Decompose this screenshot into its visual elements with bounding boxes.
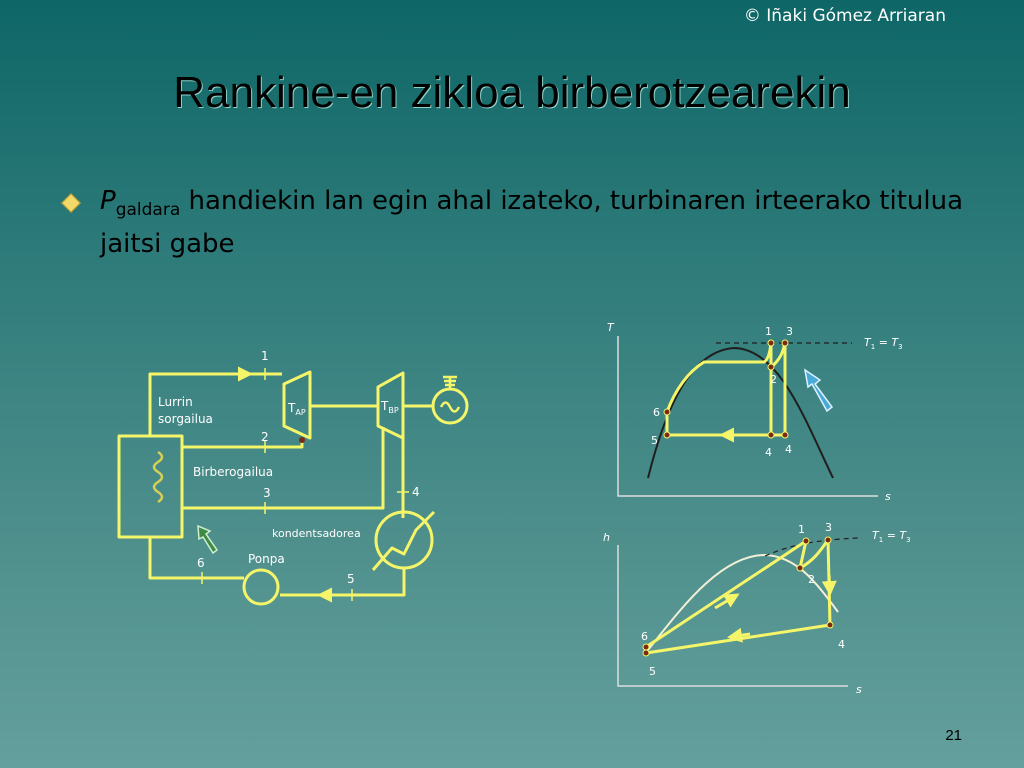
bullet-body: handiekin lan egin ahal izateko, turbina… bbox=[100, 186, 964, 260]
hs-point-2 bbox=[796, 564, 804, 572]
hs-diagram: h s T1 = T3 1 3 2 6 5 4 bbox=[603, 521, 911, 696]
hs-point-4 bbox=[826, 621, 834, 629]
ts-x-axis-label: s bbox=[885, 490, 891, 503]
hs-annotation: T1 = T3 bbox=[872, 529, 911, 544]
ts-reheat-path bbox=[770, 342, 787, 437]
state-label-1: 1 bbox=[261, 349, 269, 363]
hs-saturation-dome bbox=[647, 553, 839, 651]
hs-label-4: 4 bbox=[838, 638, 845, 651]
pressure-symbol: P bbox=[100, 186, 116, 216]
turbine-hp-label: TAP bbox=[287, 401, 306, 417]
condenser-coil bbox=[371, 510, 436, 571]
copyright-text: © Iñaki Gómez Arriaran bbox=[743, 6, 946, 26]
boiler-label-line1: Lurrin bbox=[158, 395, 193, 409]
hs-label-2: 2 bbox=[808, 573, 815, 586]
state-label-2: 2 bbox=[261, 430, 269, 444]
hs-y-axis-label: h bbox=[603, 531, 610, 544]
state-label-4: 4 bbox=[412, 485, 420, 499]
hs-point-5 bbox=[642, 649, 650, 657]
hs-flow-arrow-back bbox=[727, 627, 751, 643]
hs-point-1 bbox=[802, 537, 810, 545]
ts-label-3: 3 bbox=[786, 325, 793, 338]
ts-label-4b: 4 bbox=[785, 443, 792, 456]
pump bbox=[242, 568, 280, 606]
state-label-5: 5 bbox=[347, 572, 355, 586]
ts-label-2: 2 bbox=[770, 373, 777, 386]
hs-flow-arrow-down bbox=[821, 574, 837, 596]
bullet-item: Pgaldara handiekin lan egin ahal izateko… bbox=[60, 184, 980, 261]
line-5-to-pump bbox=[280, 568, 406, 597]
page-number: 21 bbox=[945, 727, 962, 744]
cycle-schematic bbox=[117, 366, 469, 606]
ts-label-5: 5 bbox=[651, 434, 658, 447]
hs-isotherm-dashed bbox=[764, 537, 859, 557]
ts-point-5 bbox=[663, 431, 671, 439]
ts-annotation: T1 = T3 bbox=[864, 336, 903, 351]
state-ticks bbox=[201, 368, 409, 601]
hs-x-axis-label: s bbox=[856, 683, 862, 696]
ts-point-4a bbox=[767, 431, 775, 439]
pressure-subscript: galdara bbox=[115, 200, 181, 221]
hs-label-3: 3 bbox=[825, 521, 832, 534]
pump-label: Ponpa bbox=[248, 552, 285, 566]
ts-point-2 bbox=[767, 363, 775, 371]
ts-point-6 bbox=[663, 408, 671, 416]
ts-saturation-dome bbox=[647, 346, 834, 479]
ts-label-6: 6 bbox=[653, 406, 660, 419]
boiler-label-line2: sorgailua bbox=[158, 412, 213, 426]
hs-label-5: 5 bbox=[649, 665, 656, 678]
reheater-coil bbox=[152, 450, 164, 504]
ts-diagram: T s T1 = T3 1 3 2 6 5 4 4 bbox=[607, 321, 903, 503]
turbine-hp bbox=[282, 370, 312, 440]
hs-point-3 bbox=[824, 536, 832, 544]
hs-axes bbox=[617, 545, 848, 687]
ts-blue-arrow bbox=[803, 368, 834, 413]
line-6-to-boiler bbox=[148, 537, 244, 580]
ts-y-axis-label: T bbox=[607, 321, 615, 334]
turbine-lp-label: TBP bbox=[380, 399, 399, 415]
sine-wave-icon bbox=[439, 401, 461, 413]
ts-point-4b bbox=[781, 431, 789, 439]
reheater-label: Birberogailua bbox=[193, 465, 273, 479]
hs-flow-arrow-up bbox=[714, 593, 740, 610]
state-label-6: 6 bbox=[197, 556, 205, 570]
hs-label-6: 6 bbox=[641, 630, 648, 643]
hs-point-6 bbox=[642, 643, 650, 651]
ts-point-1 bbox=[767, 339, 775, 347]
condenser-label: kondentsadorea bbox=[272, 527, 361, 540]
heat-input-arrow bbox=[197, 524, 219, 555]
slide-title: Rankine-en zikloa birberotzearekin bbox=[173, 68, 851, 117]
state-label-3: 3 bbox=[263, 486, 271, 500]
ts-axes bbox=[617, 336, 878, 497]
hs-label-1: 1 bbox=[798, 523, 805, 536]
ts-label-4a: 4 bbox=[765, 446, 772, 459]
ts-point-3 bbox=[781, 339, 789, 347]
hp-exit-dot bbox=[299, 437, 305, 443]
ts-label-1: 1 bbox=[765, 325, 772, 338]
bullet-text: Pgaldara handiekin lan egin ahal izateko… bbox=[100, 184, 980, 261]
line-3-to-lp bbox=[182, 427, 385, 510]
boiler-box bbox=[117, 434, 184, 539]
line-2-to-reheater bbox=[182, 438, 304, 449]
hs-expansion-hp bbox=[798, 540, 808, 569]
ts-cycle-path bbox=[665, 342, 773, 437]
